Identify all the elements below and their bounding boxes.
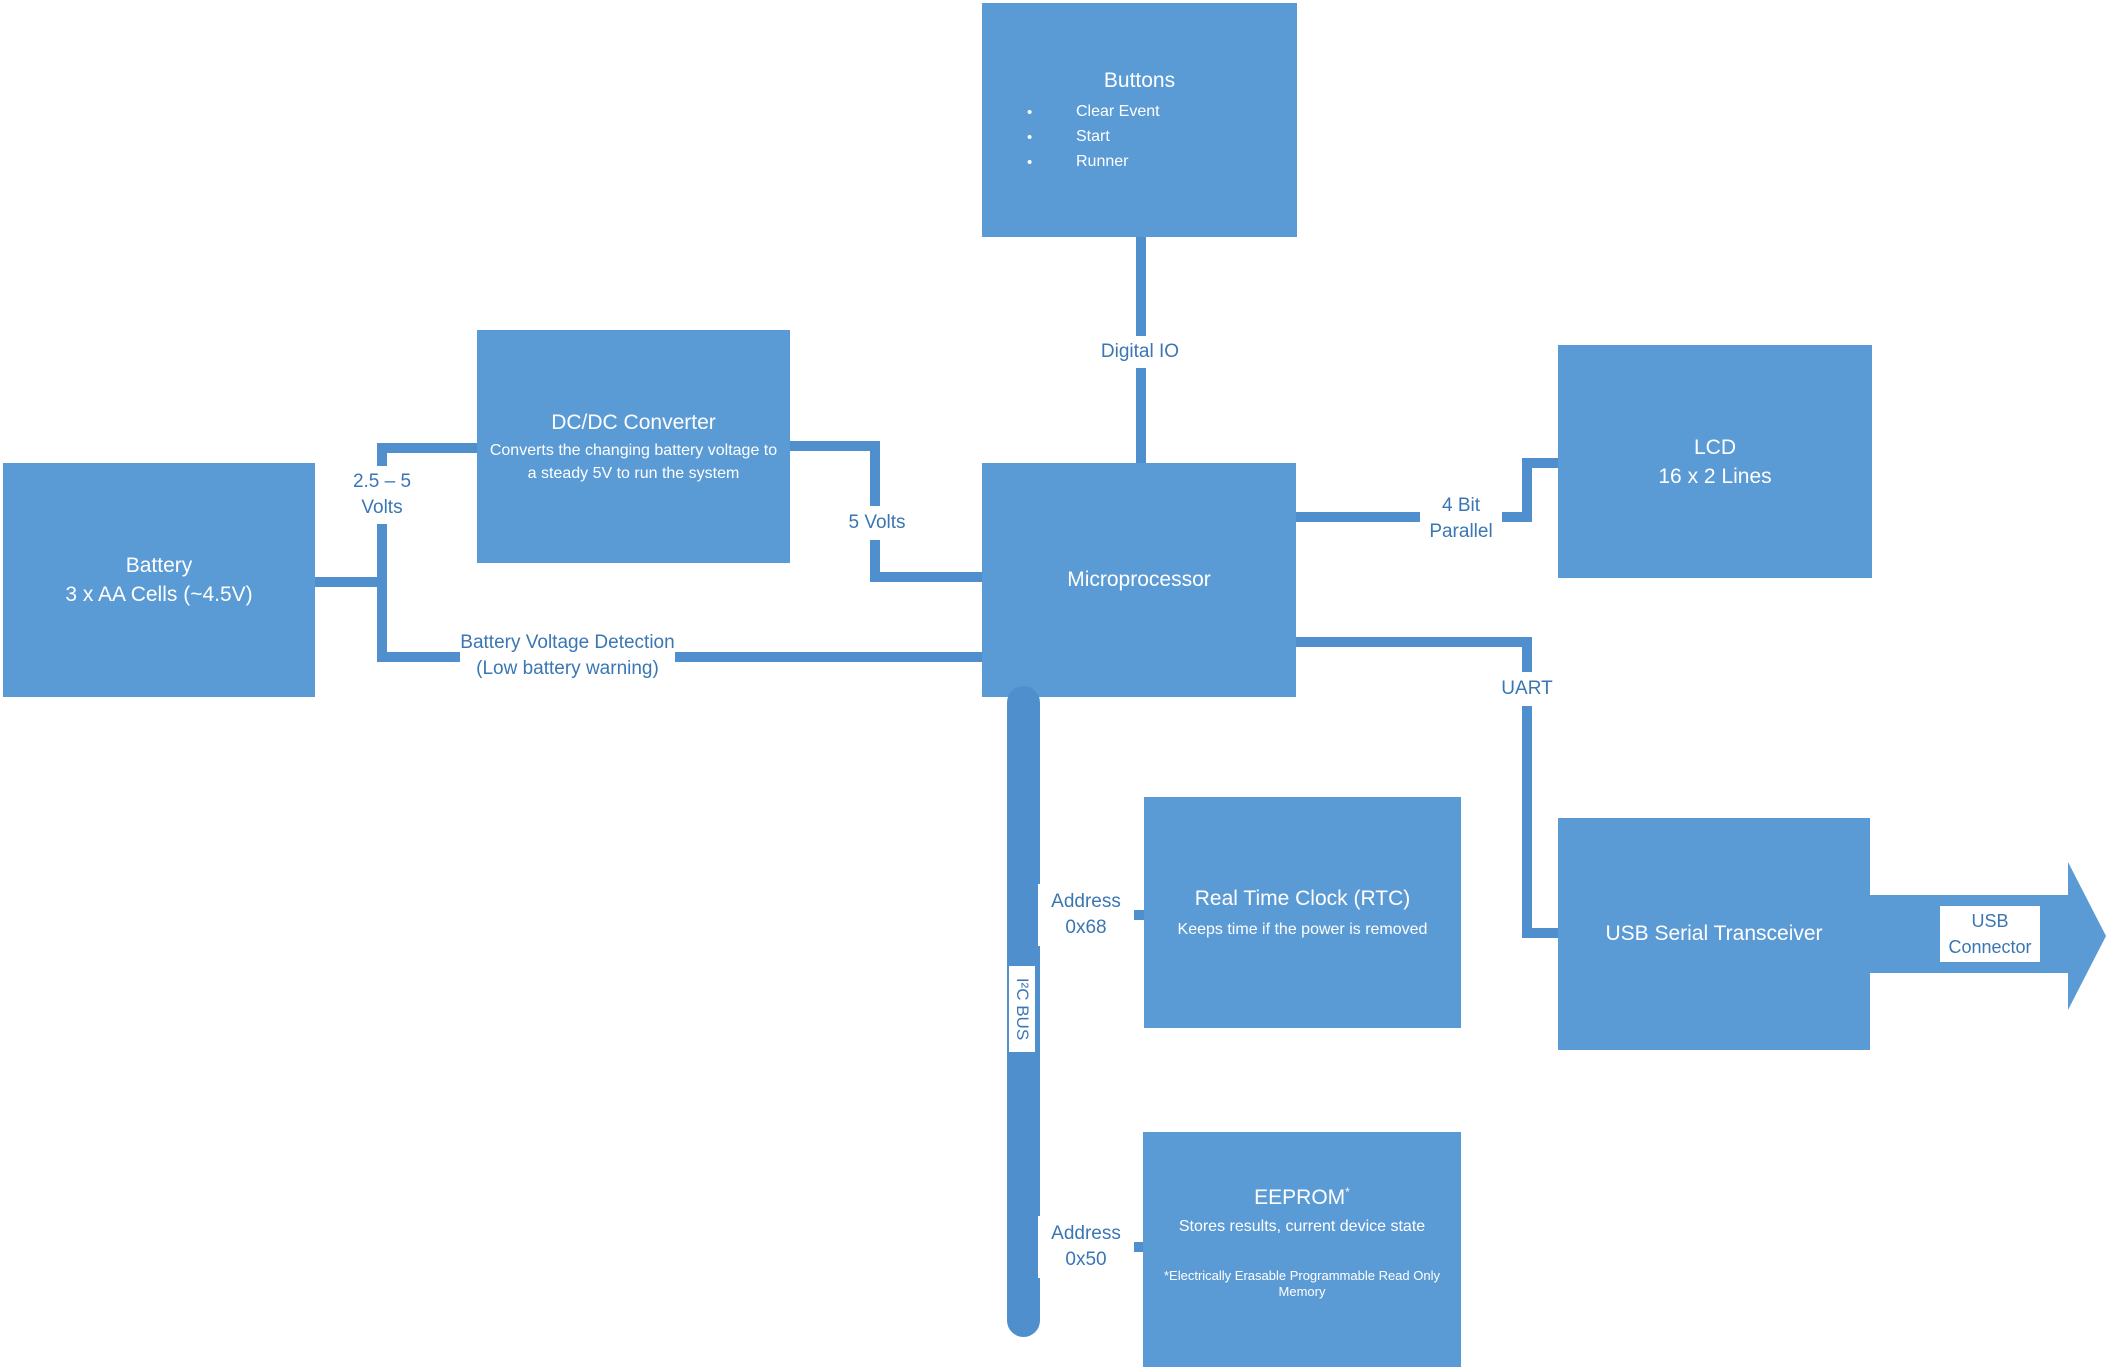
four-bit-parallel-label: 4 Bit Parallel [1420, 490, 1502, 548]
uart-into-transceiver-line [1522, 928, 1562, 938]
dcdc-title: DC/DC Converter [551, 410, 716, 434]
microprocessor-block: Microprocessor [982, 463, 1296, 697]
battery-block: Battery 3 x AA Cells (~4.5V) [3, 463, 315, 697]
buttons-list: • Clear Event • Start • Runner [982, 103, 1297, 178]
usb-connector-line2: Connector [1948, 937, 2032, 957]
four-bit-into-lcd-line [1522, 458, 1562, 468]
address-0x50-line1: Address [1051, 1223, 1121, 1244]
i2c-bus-label-text: I²C BUS [1013, 977, 1032, 1041]
address-0x50-line2: 0x50 [1065, 1249, 1107, 1270]
eeprom-footnote: *Electrically Erasable Programmable Read… [1163, 1268, 1440, 1299]
eeprom-subtitle: Stores results, current device state [1178, 1218, 1426, 1235]
list-item: • Clear Event [1027, 103, 1297, 121]
volts-range-line1: 2.5 – 5 [352, 471, 412, 492]
rtc-block: Real Time Clock (RTC) Keeps time if the … [1144, 797, 1461, 1028]
i2c-bus-label: I²C BUS [1009, 966, 1035, 1052]
four-bit-line2: Parallel [1429, 521, 1493, 542]
battery-title: Battery [125, 554, 193, 577]
button-item-label: Start [1076, 128, 1110, 145]
digital-io-label: Digital IO [1085, 336, 1195, 368]
uart-label-text: UART [1501, 678, 1553, 699]
uart-label: UART [1490, 672, 1564, 706]
list-item: • Start [1027, 128, 1297, 146]
dcdc-converter-block: DC/DC Converter Converts the changing ba… [477, 330, 790, 563]
bvd-line2: (Low battery warning) [476, 658, 659, 679]
lcd-spec: 16 x 2 Lines [1658, 464, 1772, 488]
eeprom-footnote-marker: * [1345, 1185, 1350, 1199]
digital-io-label-text: Digital IO [1100, 341, 1180, 362]
rtc-subtitle: Keeps time if the power is removed [1177, 920, 1428, 938]
five-volts-into-micro-line [870, 572, 982, 582]
eeprom-block: EEPROM* Stores results, current device s… [1143, 1132, 1461, 1367]
battery-junction-line [377, 443, 387, 662]
volts-range-line2: Volts [361, 497, 403, 518]
eeprom-title-text: EEPROM [1254, 1186, 1346, 1209]
volts-range-label: 2.5 – 5 Volts [341, 466, 423, 524]
dcdc-subtitle: Converts the changing battery voltage to… [489, 441, 778, 482]
button-item-label: Clear Event [1076, 103, 1160, 120]
lcd-title: LCD [1693, 435, 1736, 459]
dcdc-out-line [790, 441, 880, 451]
usb-connector-label: USB Connector [1940, 906, 2040, 962]
four-bit-line1: 4 Bit [1441, 495, 1481, 516]
five-volts-label-text: 5 Volts [848, 512, 906, 533]
battery-voltage-detection-line [377, 652, 982, 662]
usb-connector-line1: USB [1971, 911, 2009, 931]
battery-to-dcdc-line [377, 443, 477, 453]
bvd-line1: Battery Voltage Detection [460, 632, 675, 653]
battery-voltage-detection-label: Battery Voltage Detection (Low battery w… [460, 628, 675, 684]
buttons-title: Buttons [1103, 69, 1176, 92]
address-0x68-line2: 0x68 [1065, 917, 1107, 938]
address-0x50-label: Address 0x50 [1038, 1216, 1134, 1278]
address-0x68-line1: Address [1051, 891, 1121, 912]
usb-serial-transceiver-block: USB Serial Transceiver [1558, 818, 1870, 1050]
four-bit-out-line [1296, 512, 1532, 522]
four-bit-up-line [1522, 458, 1532, 522]
uart-down-line [1522, 637, 1532, 938]
buttons-block: Buttons • Clear Event • Start • Runner [982, 3, 1297, 237]
address-0x68-label: Address 0x68 [1038, 884, 1134, 946]
bullet-icon: • [1027, 128, 1033, 146]
battery-spec: 3 x AA Cells (~4.5V) [65, 583, 253, 606]
battery-out-line [315, 577, 382, 587]
uart-out-line [1296, 637, 1532, 647]
bullet-icon: • [1027, 103, 1033, 121]
microprocessor-title: Microprocessor [1067, 568, 1211, 591]
button-item-label: Runner [1076, 153, 1129, 170]
usb-transceiver-title: USB Serial Transceiver [1605, 922, 1823, 945]
five-volts-label: 5 Volts [836, 506, 918, 540]
list-item: • Runner [1027, 153, 1297, 171]
lcd-block: LCD 16 x 2 Lines [1558, 345, 1872, 578]
eeprom-title: EEPROM* [1254, 1178, 1350, 1212]
bullet-icon: • [1027, 153, 1033, 171]
rtc-title: Real Time Clock (RTC) [1194, 886, 1411, 910]
usb-arrow-head [2068, 862, 2106, 1010]
